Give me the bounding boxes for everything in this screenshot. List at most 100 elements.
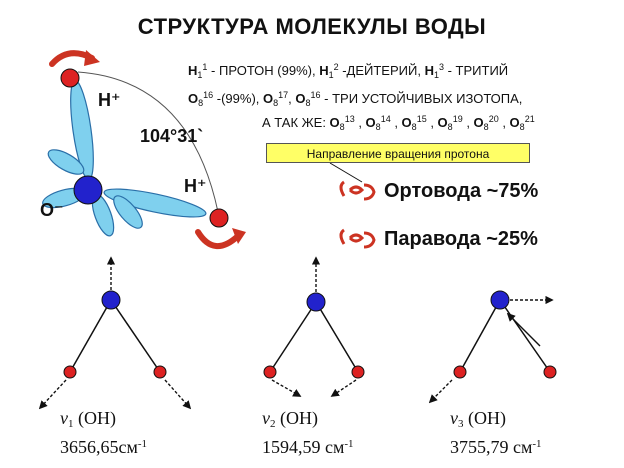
mode-3-group: (OH) <box>463 408 506 428</box>
also-isotope-symbol: O <box>329 115 340 130</box>
mode-1-group: (OH) <box>73 408 116 428</box>
o17-symbol: O <box>263 91 274 106</box>
oxygen-atom <box>73 175 103 205</box>
bond-angle-arc <box>77 71 219 213</box>
also-isotope-3: O819 , <box>437 114 474 132</box>
also-isotope-sub: 8 <box>483 122 489 132</box>
mode-3-diagram <box>428 290 557 404</box>
o16-symbol: O <box>188 91 199 106</box>
o18-sup: 16 <box>310 90 321 100</box>
isotopes-line-oxygen: O816 -(99%), O817, O816 - ТРИ УСТОЙЧИВЫХ… <box>188 90 523 108</box>
ortho-spin-icon <box>339 180 376 201</box>
mode-2-hydrogen-left <box>263 365 277 379</box>
isotopes-line-also: А ТАК ЖЕ: O813 , O814 , O815 , O819 , O8… <box>262 110 535 136</box>
mode-1-value: 3656,65см <box>60 437 138 457</box>
also-isotope-sup: 15 <box>416 114 427 124</box>
mode-2-value: 1594,59 см <box>262 437 345 457</box>
mode-2-nu: ν <box>262 408 270 428</box>
also-isotope-0: O813 , <box>329 114 366 132</box>
also-isotope-sub: 8 <box>519 122 525 132</box>
h-right-label: H⁺ <box>184 176 207 196</box>
also-isotope-list: O813 , O814 , O815 , O819 , O820 , O821 <box>329 114 535 132</box>
h3-sub: 1 <box>433 70 439 80</box>
also-isotope-sub: 8 <box>447 122 453 132</box>
mode-3-hydrogen-left <box>453 365 467 379</box>
mode-2-label: ν2 (OH) 1594,59 см-1 <box>262 408 354 457</box>
orbital-lobes <box>42 79 207 237</box>
mode-1-oxygen <box>101 290 121 310</box>
mode-3-value: 3755,79 см <box>450 437 533 457</box>
mode-1-hydrogen-right <box>153 365 167 379</box>
mode-1-index: 1 <box>68 418 74 430</box>
mode-1-diagram <box>38 256 192 410</box>
mode-3-nu: ν <box>450 408 458 428</box>
hydrogen-atom-top <box>60 68 80 88</box>
para-label: Паравода ~25% <box>384 228 538 250</box>
mode-2-unit-sup: -1 <box>344 438 354 450</box>
mode-2-oxygen <box>306 292 326 312</box>
o18-symbol: O <box>295 91 306 106</box>
h3-text: - ТРИТИЙ <box>444 63 509 78</box>
also-isotope-1: O814 , <box>365 114 402 132</box>
also-isotope-symbol: O <box>473 115 484 130</box>
o17-sup: 17 <box>278 90 289 100</box>
also-isotope-sub: 8 <box>411 122 417 132</box>
also-isotope-symbol: O <box>365 115 376 130</box>
also-isotope-sub: 8 <box>375 122 381 132</box>
mode-2-diagram <box>263 256 365 397</box>
h1-sub: 1 <box>197 70 203 80</box>
bond-angle-label: 104°31` <box>140 126 204 146</box>
also-isotope-5: O821 <box>509 114 535 132</box>
mode-2-index: 2 <box>270 418 276 430</box>
mode-3-unit-sup: -1 <box>532 438 542 450</box>
also-isotope-symbol: O <box>437 115 448 130</box>
rotation-arrow-icon-top <box>49 50 100 67</box>
rotation-arrow-icon-right <box>195 228 246 249</box>
mode-1-nu: ν <box>60 408 68 428</box>
o16-sup: 16 <box>203 90 214 100</box>
o16-sub: 8 <box>198 98 204 108</box>
h1-symbol: H <box>188 63 198 78</box>
also-text: А ТАК ЖЕ: <box>262 115 330 130</box>
oxygen-label: O⁻ <box>40 200 64 220</box>
legend-pointer <box>329 162 363 183</box>
lone-pair-orbital-upper <box>47 149 85 175</box>
also-isotope-sup: 13 <box>344 114 355 124</box>
h2-text: -ДЕЙТЕРИЙ, <box>338 63 425 78</box>
mode-2-hydrogen-right <box>351 365 365 379</box>
isotopes-line-hydrogen: H11 - ПРОТОН (99%), H12 -ДЕЙТЕРИЙ, H13 -… <box>188 58 508 84</box>
h2-sup: 2 <box>333 62 339 72</box>
rotation-legend: Направление вращения протона <box>266 143 530 163</box>
page-title: СТРУКТУРА МОЛЕКУЛЫ ВОДЫ <box>137 14 487 39</box>
mode-2-group: (OH) <box>275 408 318 428</box>
lone-pair-orbital-lower2 <box>113 195 143 229</box>
also-isotope-sup: 14 <box>380 114 391 124</box>
o17-sub: 8 <box>273 98 279 108</box>
bond-orbital-right <box>103 188 207 218</box>
ortho-label: Ортовода ~75% <box>384 180 539 202</box>
o18-sub: 8 <box>305 98 311 108</box>
mode-1-label: ν1 (OH) 3656,65см-1 <box>60 408 147 457</box>
h1-text: - ПРОТОН (99%), <box>207 63 320 78</box>
also-isotope-sup: 19 <box>452 114 463 124</box>
also-isotope-sub: 8 <box>339 122 345 132</box>
also-isotope-sup: 20 <box>488 114 499 124</box>
mode-3-hydrogen-right <box>543 365 557 379</box>
h-top-label: H⁺ <box>98 90 121 110</box>
h1-sup: 1 <box>202 62 208 72</box>
mode-3-oxygen <box>490 290 510 310</box>
h3-symbol: H <box>424 63 434 78</box>
h3-sup: 3 <box>438 62 444 72</box>
hydrogen-atom-right <box>209 208 229 228</box>
also-isotope-sup: 21 <box>524 114 535 124</box>
para-spin-icon <box>339 228 376 249</box>
o18-text: - ТРИ УСТОЙЧИВЫХ ИЗОТОПА, <box>320 91 523 106</box>
mode-1-hydrogen-left <box>63 365 77 379</box>
also-isotope-symbol: O <box>509 115 520 130</box>
also-isotope-4: O820 , <box>473 114 510 132</box>
h2-symbol: H <box>319 63 329 78</box>
also-isotope-symbol: O <box>401 115 412 130</box>
mode-1-unit-sup: -1 <box>137 438 148 450</box>
h2-sub: 1 <box>328 70 334 80</box>
